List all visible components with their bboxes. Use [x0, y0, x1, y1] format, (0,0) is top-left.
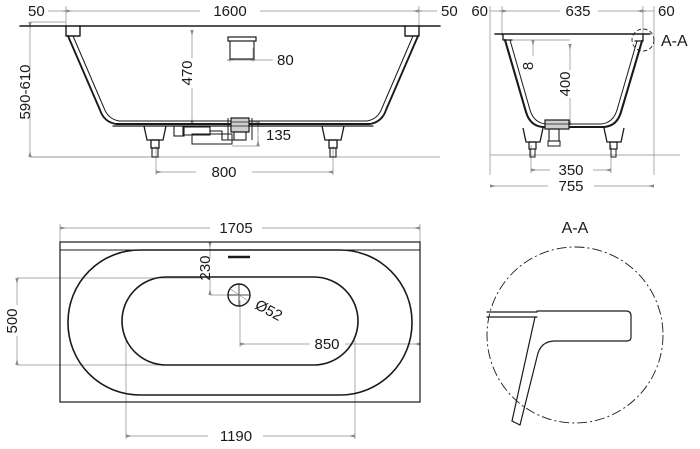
detail-apron-bottom — [511, 420, 521, 426]
dim-text-1705: 1705 — [219, 220, 252, 237]
dim-text-755: 755 — [558, 178, 583, 195]
dim-text-8: 8 — [520, 62, 537, 70]
plan-waste-hole — [227, 283, 251, 307]
detail-boundary-circle — [486, 246, 664, 424]
plan-dimension-lines — [15, 224, 421, 439]
side-dimension-lines — [489, 6, 680, 188]
front-overflow-cap — [227, 36, 257, 42]
view-plan: 1705 230 Ø52 850 500 1190 — [4, 220, 421, 445]
plan-rim-oval — [67, 249, 413, 396]
dim-text-1190: 1190 — [220, 428, 252, 445]
detail-label-a-a: A-A — [562, 220, 589, 237]
dim-text-50-right: 50 — [441, 3, 458, 20]
side-waste-base — [547, 140, 561, 147]
dim-text-635: 635 — [565, 3, 590, 20]
dim-text-470: 470 — [179, 60, 196, 85]
dim-text-60-left: 60 — [471, 3, 488, 20]
side-bathtub-outline — [494, 33, 651, 129]
plan-outer-rect — [59, 241, 421, 403]
front-feet — [143, 125, 345, 158]
front-rim-right-block — [404, 25, 420, 37]
side-rim-left-notch — [502, 33, 513, 41]
dim-text-590-610: 590-610 — [17, 64, 34, 119]
dim-text-400: 400 — [557, 71, 574, 96]
view-detail-a-a: A-A — [486, 220, 664, 426]
detail-rim-outer-profile — [519, 310, 632, 426]
view-side-elevation: 60 635 60 8 400 350 755 A-A — [471, 3, 688, 195]
front-overflow-fitting — [227, 36, 257, 60]
dim-text-50-left: 50 — [28, 3, 45, 20]
dim-text-350: 350 — [558, 162, 583, 179]
side-waste-assembly — [544, 119, 570, 147]
detail-callout-circle — [631, 28, 655, 52]
front-waste-assembly — [173, 117, 253, 145]
dim-text-80: 80 — [277, 52, 294, 69]
dim-text-135: 135 — [266, 127, 291, 144]
waste-trap-box — [191, 133, 233, 145]
side-foot-left-pad — [529, 148, 536, 158]
detail-rim-profile — [486, 310, 632, 426]
waste-pipe-left — [182, 126, 211, 136]
dim-text-850: 850 — [314, 336, 339, 353]
side-waste-grate — [544, 119, 570, 130]
front-foot-right-pad — [329, 147, 337, 158]
waste-pipe-endcap — [173, 125, 185, 137]
side-feet — [522, 127, 625, 158]
side-detail-callout — [631, 28, 655, 52]
dim-text-230: 230 — [197, 255, 214, 280]
side-tub-inner-wall — [503, 38, 644, 129]
side-foot-right-pad — [610, 148, 617, 158]
dim-text-60-right: 60 — [658, 3, 675, 20]
front-dimension-lines — [28, 6, 440, 175]
front-foot-left-pad — [151, 147, 159, 158]
dim-text-1600: 1600 — [213, 3, 246, 20]
dim-text-800: 800 — [211, 164, 236, 181]
side-tub-outer-wall — [509, 39, 638, 125]
plan-bowl-oval — [121, 276, 359, 366]
section-label-a-a-side: A-A — [661, 33, 688, 50]
view-front-elevation: 50 1600 50 80 470 590-610 135 800 — [17, 3, 458, 181]
waste-outlet — [233, 131, 247, 141]
plan-bathtub-outline — [59, 241, 421, 403]
dim-text-500: 500 — [4, 308, 21, 333]
detail-rim-inner-wall — [511, 316, 536, 422]
waste-grate — [230, 117, 250, 133]
plan-waste-leader — [228, 287, 249, 302]
